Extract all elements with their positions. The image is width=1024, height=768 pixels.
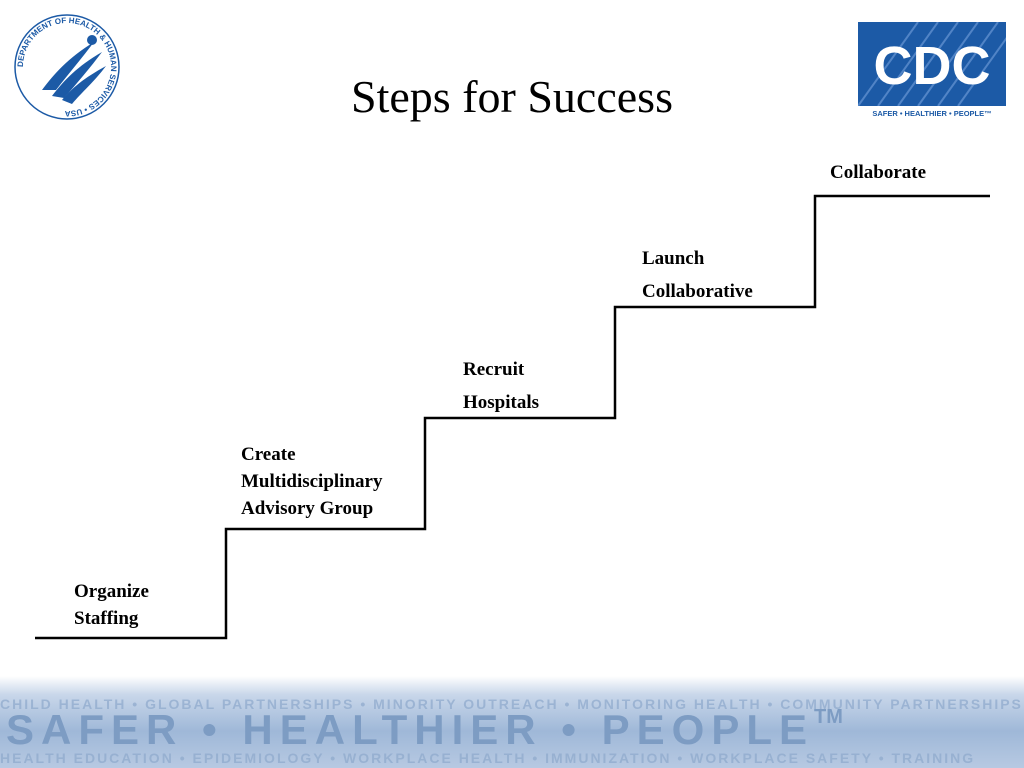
step-line: Recruit	[463, 359, 525, 380]
cdc-logo: CDC SAFER • HEALTHIER • PEOPLE™	[858, 22, 1006, 120]
step-line: Collaborate	[830, 162, 927, 183]
step-line: Collaborative	[642, 281, 753, 302]
hhs-logo: DEPARTMENT OF HEALTH & HUMAN SERVICES • …	[14, 14, 120, 120]
footer-trademark: TM	[814, 706, 843, 728]
slide-title: Steps for Success	[351, 71, 673, 122]
step-organize-staffing: Organize Staffing	[74, 578, 149, 632]
cdc-tagline: SAFER • HEALTHIER • PEOPLE™	[872, 109, 991, 118]
footer-headline: SAFER • HEALTHIER • PEOPLETM	[6, 706, 843, 754]
eagle-profiles-icon	[42, 35, 106, 104]
footer-background-words-bottom: HEALTH EDUCATION • EPIDEMIOLOGY • WORKPL…	[0, 750, 976, 766]
step-recruit-hospitals: Recruit Hospitals	[463, 353, 539, 419]
step-create-advisory-group: Create Multidisciplinary Advisory Group	[241, 441, 382, 522]
step-line: Multidisciplinary	[241, 471, 383, 492]
footer-background-words-top: CHILD HEALTH • GLOBAL PARTNERSHIPS • MIN…	[0, 696, 1023, 712]
cdc-wordmark: CDC	[874, 36, 991, 96]
step-line: Advisory Group	[241, 498, 374, 519]
footer-banner: CHILD HEALTH • GLOBAL PARTNERSHIPS • MIN…	[0, 676, 1024, 768]
step-line: Create	[241, 444, 296, 465]
step-line: Staffing	[74, 608, 139, 629]
step-launch-collaborative: Launch Collaborative	[642, 242, 753, 308]
footer-headline-text: SAFER • HEALTHIER • PEOPLE	[6, 706, 815, 753]
staircase-line	[35, 194, 990, 640]
step-line: Organize	[74, 581, 149, 602]
step-line: Launch	[642, 248, 705, 269]
step-line: Hospitals	[463, 392, 540, 413]
step-collaborate: Collaborate	[830, 159, 926, 186]
